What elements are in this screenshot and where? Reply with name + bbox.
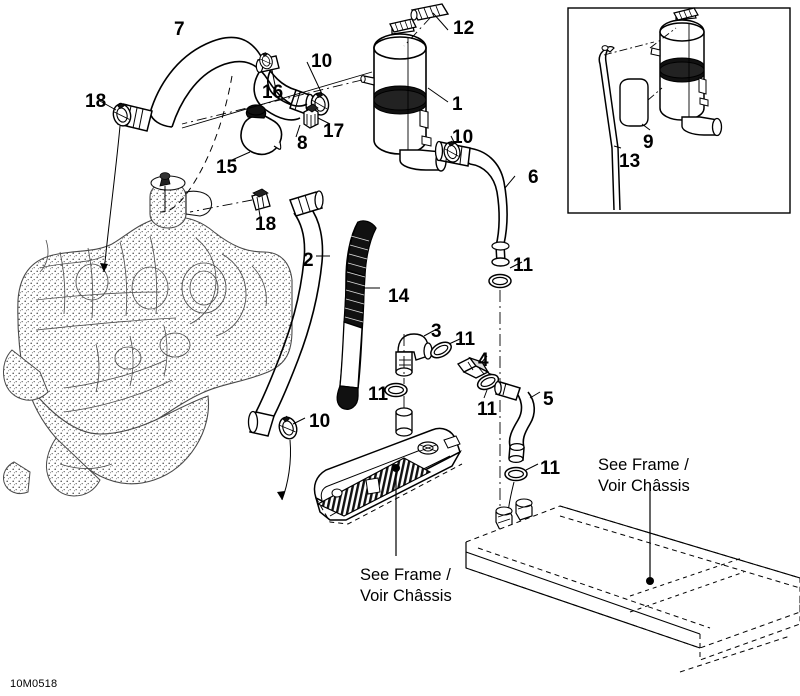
oring-11-exchanger xyxy=(384,382,408,398)
hose-reservoir-return-6 xyxy=(434,140,510,267)
diagram-part-number: 10M0518 xyxy=(10,678,58,690)
callout-12: 12 xyxy=(453,18,475,39)
coolant-reservoir xyxy=(360,18,447,172)
callout-11d: 11 xyxy=(477,399,498,420)
callout-18b: 18 xyxy=(255,214,277,235)
oring-11-elbow xyxy=(427,338,455,362)
callout-13: 13 xyxy=(619,151,641,172)
heat-exchanger xyxy=(313,407,463,525)
callout-11c: 11 xyxy=(368,384,389,405)
note-chassis-rail-line1: See Frame / xyxy=(598,456,689,474)
engine-sensor xyxy=(159,172,171,212)
reservoir-pad-9 xyxy=(619,78,649,127)
oring-11-hose5 xyxy=(504,466,528,482)
callout-16: 16 xyxy=(262,82,284,103)
callout-9: 9 xyxy=(643,132,654,153)
callout-3: 3 xyxy=(431,321,442,342)
note-heat-exchanger-line2: Voir Châssis xyxy=(360,586,452,605)
callout-18a: 18 xyxy=(85,91,107,112)
protective-sleeve-14 xyxy=(336,220,377,410)
callout-5: 5 xyxy=(543,389,554,410)
callout-8: 8 xyxy=(297,133,308,154)
rail-fitting-right xyxy=(515,498,533,521)
hose-heat-exchanger-5 xyxy=(494,380,536,464)
hose-lower-engine-2 xyxy=(247,190,324,437)
note-heat-exchanger: See Frame / Voir Châssis xyxy=(360,565,452,606)
callout-17: 17 xyxy=(323,121,345,142)
callout-1: 1 xyxy=(452,94,463,115)
dipstick-rod-13 xyxy=(598,45,621,211)
note-chassis-rail: See Frame / Voir Châssis xyxy=(598,455,690,496)
reservoir-cap-12 xyxy=(410,3,450,21)
elbow-fitting-3 xyxy=(395,333,433,377)
callout-10a: 10 xyxy=(311,51,333,72)
hose-upper-7 xyxy=(115,36,315,132)
callout-10b: 10 xyxy=(452,127,474,148)
oring-11-hose6 xyxy=(488,273,512,289)
callout-11b: 11 xyxy=(455,329,476,350)
callout-6: 6 xyxy=(528,167,539,188)
clamp-10-lower xyxy=(275,413,301,442)
callout-14: 14 xyxy=(388,286,410,307)
callout-11e: 11 xyxy=(540,458,561,479)
note-chassis-rail-line2: Voir Châssis xyxy=(598,476,690,495)
hose-elbow-15 xyxy=(240,104,283,156)
engine-assembly xyxy=(3,172,293,497)
union-fitting-4 xyxy=(457,356,490,379)
callout-11a: 11 xyxy=(513,255,534,276)
callout-10c: 10 xyxy=(309,411,331,432)
clamp-18-engine xyxy=(251,188,271,211)
chassis-rail xyxy=(465,505,800,673)
callout-15: 15 xyxy=(216,157,238,178)
note-heat-exchanger-line1: See Frame / xyxy=(360,566,451,584)
detail-view-box xyxy=(567,7,791,214)
callout-2: 2 xyxy=(303,250,314,271)
fitting-17 xyxy=(303,103,319,129)
callout-7: 7 xyxy=(174,19,185,40)
callout-4: 4 xyxy=(478,350,489,371)
